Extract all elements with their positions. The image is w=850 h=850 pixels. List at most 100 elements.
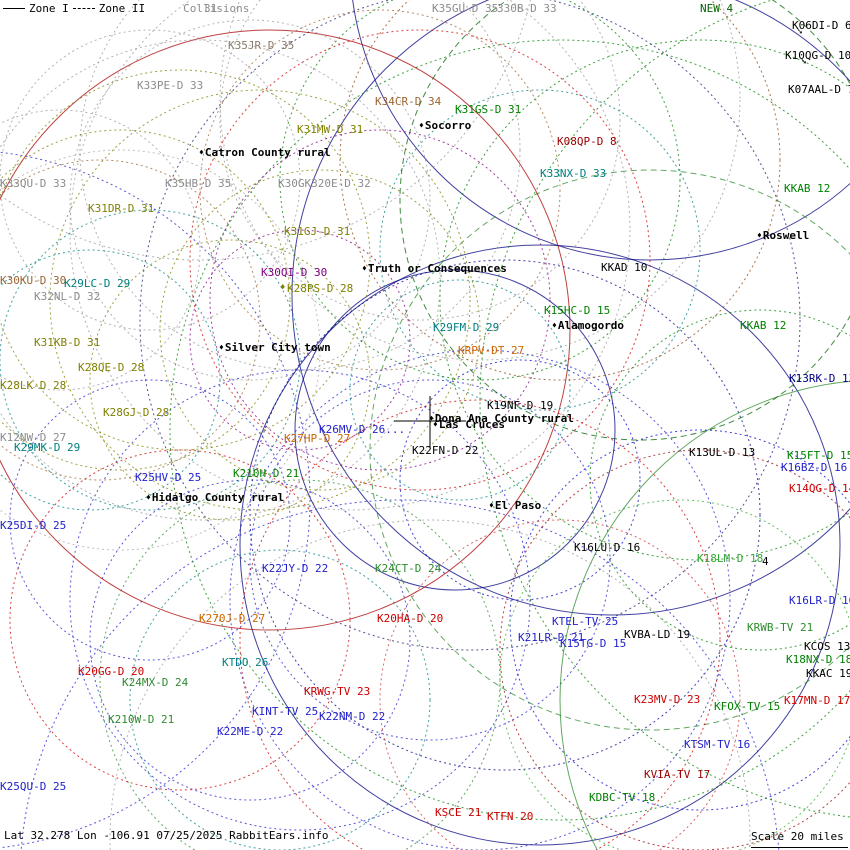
- station-label: K31MW-D 31: [297, 123, 364, 136]
- station-label: K30QI-D 30: [261, 266, 328, 279]
- station-label: KKAB 12: [740, 319, 787, 332]
- city-label: ♦Dona Ana County rural: [429, 413, 574, 425]
- station-label: K25HV-D 25: [135, 471, 202, 484]
- station-label: K19NF-D 19: [487, 399, 554, 412]
- coverage-contour: [239, 399, 721, 850]
- city-name: Alamogordo: [557, 319, 625, 332]
- station-label: K30GK320E-D 32: [278, 177, 371, 190]
- station-label: K24CT-D 24: [375, 562, 442, 575]
- station-label: KFOX-TV 15: [714, 700, 781, 713]
- station-label: K28GJ-D 28: [103, 406, 170, 419]
- arrow-icon: ➘: [801, 57, 807, 67]
- station-label: K33PE-D 33: [137, 79, 204, 92]
- city-marker-icon: ♦: [219, 343, 224, 352]
- coverage-contour: [0, 249, 221, 511]
- coverage-contour: [9, 379, 291, 661]
- station-label: KINT-TV 25: [252, 705, 319, 718]
- coverage-contour: [0, 129, 291, 471]
- station-label: K31GJ-D 31: [284, 225, 351, 238]
- coverage-contour: [439, 39, 850, 561]
- station-label: K06DI-D 6: [792, 19, 850, 32]
- city-marker-icon: ♦: [199, 148, 204, 157]
- coverage-contour: [339, 0, 781, 381]
- city-name: Silver City town: [224, 341, 331, 354]
- coverage-contour: [89, 479, 411, 801]
- station-label: K27HP-D 27: [284, 432, 351, 445]
- arrow-icon: ➘: [797, 27, 803, 37]
- city-name: Catron County rural: [204, 146, 331, 159]
- coverage-contour: [209, 129, 551, 471]
- station-label: K13UL-D 13: [689, 446, 756, 459]
- station-label: K15TG-D 15: [560, 637, 627, 650]
- coverage-contour: [159, 169, 481, 491]
- station-label: K28LK-D 28: [0, 379, 67, 392]
- station-label: KTSM-TV 16: [684, 738, 751, 751]
- station-label: K16BZ-D 16: [781, 461, 848, 474]
- city-marker-icon: ♦: [146, 493, 151, 502]
- station-label: K20HA-D 20: [377, 612, 444, 625]
- city-name: Socorro: [424, 119, 472, 132]
- station-label: K35GU-D 35: [432, 2, 499, 15]
- station-label: K13RK-D 13: [789, 372, 850, 385]
- coverage-contour: [499, 499, 850, 850]
- city-label: ♦Truth or Consequences: [362, 263, 507, 275]
- scale-box: Scale 20 miles: [751, 830, 848, 848]
- coverage-contour: [189, 229, 411, 451]
- station-label: K26MV-D 26...: [319, 423, 406, 436]
- station-label: KCOS 13: [804, 640, 850, 653]
- zone1-line: [3, 8, 25, 9]
- station-label: KVBA-LD 19: [624, 628, 691, 641]
- station-label: K25QU-D 25: [0, 780, 67, 793]
- station-label: K33QU-D 33: [0, 177, 67, 190]
- coverage-contour: [349, 279, 571, 501]
- station-label: K29FM-D 29: [433, 321, 500, 334]
- station-label: K18LM-D 18: [697, 552, 764, 565]
- station-label: K23MV-D 23: [634, 693, 701, 706]
- station-label: K33NX-D 33: [540, 167, 607, 180]
- zone2-line: [72, 8, 95, 9]
- city-marker-icon: ♦: [757, 231, 762, 240]
- city-label: ♦Roswell: [757, 230, 809, 242]
- coverage-contour: [69, 0, 631, 511]
- station-label: KKAC 19: [806, 667, 850, 680]
- station-label: K07AAL-D 7: [788, 83, 850, 96]
- station-label: 330B-D 33: [497, 2, 557, 15]
- station-label: K20GG-D 20: [78, 665, 145, 678]
- station-label: K21LR-D 21: [518, 631, 585, 644]
- coverage-contour: [0, 151, 311, 849]
- station-label: K210H-D 21: [233, 467, 300, 480]
- coverage-contour: [589, 309, 850, 651]
- station-label: K22NM-D 22: [319, 710, 386, 723]
- scale-label: Scale 20 miles: [751, 830, 844, 843]
- station-label: KSCE 21: [435, 806, 482, 819]
- station-label: KDBC-TV 18: [589, 791, 656, 804]
- coverage-contour: [291, 0, 850, 616]
- station-label: KTEL-TV 25: [552, 615, 619, 628]
- station-label: KRWG-TV 23: [304, 685, 371, 698]
- coverage-contour: [294, 269, 616, 591]
- station-label: K35JR-D 35: [228, 39, 295, 52]
- station-label: K08QP-D 8: [557, 135, 617, 148]
- coverage-contour: [559, 381, 850, 850]
- zone2-label: Zone II: [98, 2, 146, 15]
- coverage-contour: [69, 369, 531, 831]
- coverage-contour: [279, 0, 681, 381]
- coverage-contour: [129, 549, 431, 850]
- station-label: KKAD 10: [601, 261, 648, 274]
- coverage-contour: [69, 19, 431, 381]
- coverage-contour: [219, 0, 741, 361]
- coverage-contour: [0, 69, 371, 451]
- city-name: El Paso: [494, 499, 542, 512]
- coverage-contour: [189, 29, 651, 491]
- station-label: K31DR-D 31: [88, 202, 155, 215]
- station-label: NEW 4: [700, 2, 734, 15]
- coverage-contour: [379, 89, 701, 411]
- station-label: K35HB-D 35: [165, 177, 232, 190]
- city-marker-icon: ♦: [489, 501, 494, 510]
- station-label: KRPV-DT 27: [458, 344, 525, 357]
- city-name: Roswell: [762, 229, 810, 242]
- station-label: K22JY-D 22: [262, 562, 329, 575]
- station-label: K24MX-D 24: [122, 676, 189, 689]
- station-label: K16LU-D 16: [574, 541, 641, 554]
